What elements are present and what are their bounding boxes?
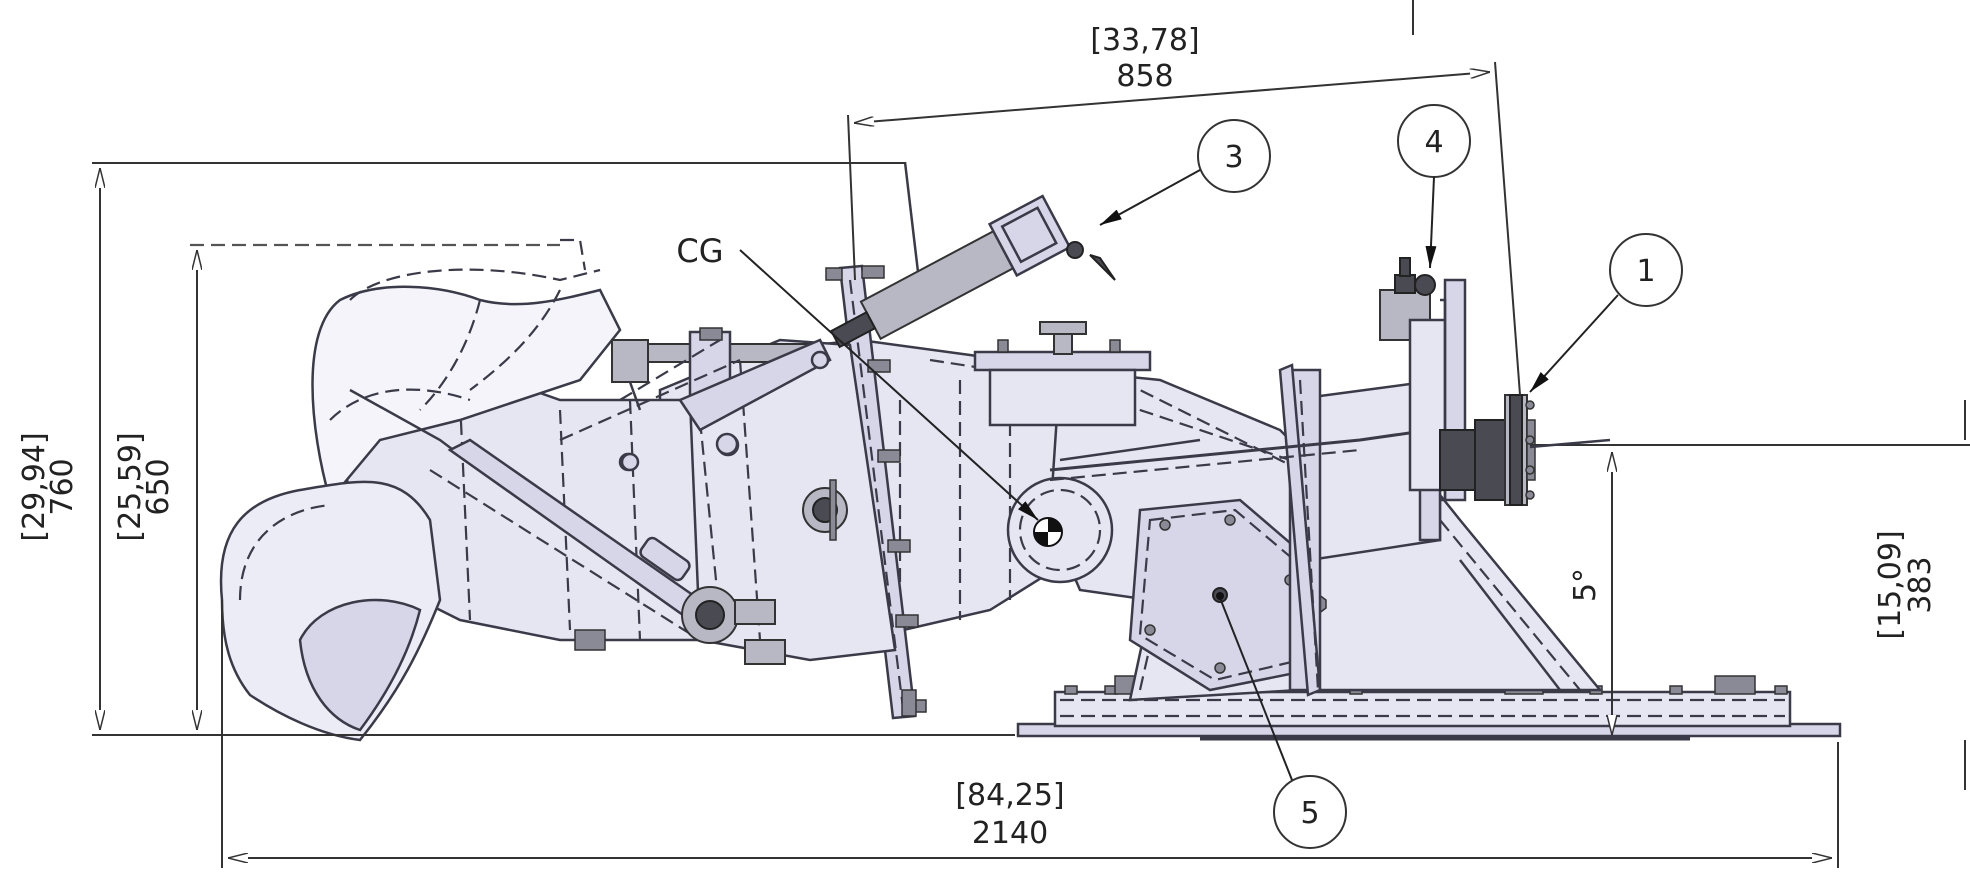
dimension-shaft-height: [15,09] 383 <box>1529 400 1970 790</box>
dimension-overall-length: [84,25] 2140 <box>221 600 1839 868</box>
balloon-3: 3 <box>1099 119 1271 226</box>
overall-length-metric: 2140 <box>972 816 1048 851</box>
inspection-hatch <box>973 321 1152 427</box>
svg-text:1: 1 <box>1636 254 1655 289</box>
shaft-angle-label: 5° <box>1568 568 1603 602</box>
inlet-height-imperial: [25,59] <box>113 432 148 541</box>
steering-cylinder <box>559 327 832 472</box>
transom-bolts <box>825 265 927 717</box>
dimension-overall-height: [29,94] 760 <box>17 162 1015 736</box>
cg-marker: CG <box>676 232 1063 547</box>
shaft-height-metric: 383 <box>1903 556 1938 613</box>
balloon-4: 4 <box>1397 104 1471 269</box>
outlet-spout <box>219 388 481 742</box>
shaft-height-imperial: [15,09] <box>1873 530 1908 639</box>
flange-length-metric: 858 <box>1116 59 1173 94</box>
dimension-shaft-angle: 5° <box>1568 452 1612 735</box>
overall-height-metric: 760 <box>45 458 80 515</box>
svg-text:3: 3 <box>1224 140 1243 175</box>
balloon-1: 1 <box>1529 233 1683 393</box>
svg-text:4: 4 <box>1424 125 1443 160</box>
dimension-inlet-height: [25,59] 650 <box>113 250 197 730</box>
dimension-flange-length: [33,78] 858 <box>847 23 1521 396</box>
flange-length-imperial: [33,78] <box>1090 23 1199 58</box>
bucket-pivot <box>620 350 830 472</box>
balloon-5: 5 <box>1216 592 1347 849</box>
cg-label: CG <box>676 232 723 270</box>
overall-height-imperial: [29,94] <box>17 432 52 541</box>
output-coupling <box>1439 394 1536 506</box>
steering-arm <box>429 438 786 665</box>
reverse-bucket <box>190 238 622 503</box>
reverse-cylinder <box>829 194 1116 349</box>
overall-length-imperial: [84,25] <box>955 778 1064 813</box>
svg-text:5: 5 <box>1300 796 1319 831</box>
inlet-height-metric: 650 <box>141 458 176 515</box>
shaft-rods <box>1049 428 1431 482</box>
